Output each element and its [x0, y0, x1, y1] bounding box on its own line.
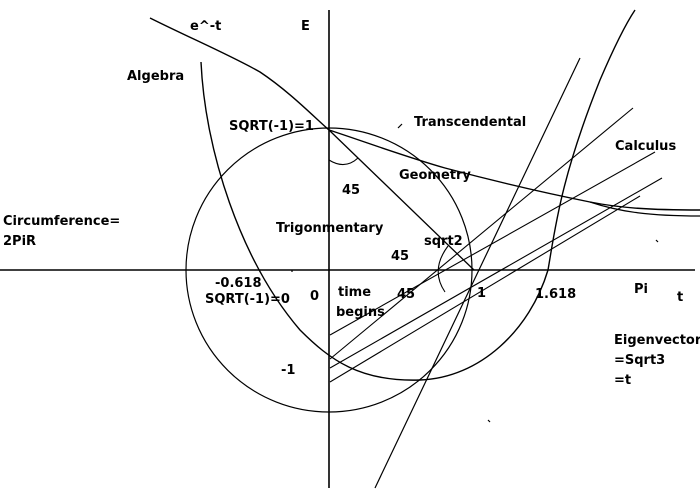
sqrt2-hypotenuse — [328, 129, 475, 271]
label-trigonometry: Trigonmentary — [276, 221, 384, 236]
label-begins: begins — [336, 305, 385, 320]
label-time: time — [338, 285, 371, 300]
label-angle-right: 45 — [391, 249, 409, 264]
tangent-fan — [329, 57, 663, 489]
label-eigenvector-line3: =t — [614, 373, 631, 388]
label-one: 1 — [477, 286, 486, 301]
angle-arc-top — [328, 157, 359, 166]
label-origin-zero: 0 — [310, 289, 319, 304]
label-sqrt2: sqrt2 — [424, 234, 463, 249]
tangent-line-2 — [329, 151, 656, 336]
label-t-axis: t — [677, 290, 683, 305]
label-sqrt-minus-one-eq-zero: SQRT(-1)=0 — [205, 292, 290, 307]
label-golden: 1.618 — [535, 287, 576, 302]
tangent-line-1 — [329, 107, 634, 360]
label-e-axis: E — [301, 19, 310, 34]
label-sqrt-minus-one-eq-one: SQRT(-1)=1 — [229, 119, 314, 134]
label-pi: Pi — [634, 282, 648, 297]
loop-curve — [200, 9, 636, 381]
label-transcendental: Transcendental — [414, 115, 526, 130]
label-algebra: Algebra — [127, 69, 184, 84]
exp-decay-curve — [149, 17, 700, 211]
tangent-line-4 — [329, 195, 641, 383]
tick-mark-right — [655, 239, 659, 243]
label-eigenvector-line1: Eigenvector — [614, 333, 700, 348]
label-e-to-minus-t: e^-t — [190, 19, 221, 34]
steep-line — [374, 57, 581, 489]
label-geometry: Geometry — [399, 168, 471, 183]
label-calculus: Calculus — [615, 139, 676, 154]
label-neg-golden: -0.618 — [215, 276, 262, 291]
label-circumference-line2: 2PiR — [3, 234, 36, 249]
label-angle-bottom: 45 — [397, 287, 415, 302]
tick-mark-lower — [487, 419, 491, 423]
angle-arc-right — [437, 245, 449, 293]
label-circumference-line1: Circumference= — [3, 214, 120, 229]
tick-mark-transcendental — [397, 123, 403, 129]
exp-decay-curve-lower — [589, 201, 700, 217]
label-angle-top: 45 — [342, 183, 360, 198]
unit-circle — [185, 127, 473, 413]
tangent-line-3 — [329, 177, 663, 369]
label-eigenvector-line2: =Sqrt3 — [614, 353, 665, 368]
label-neg-one: -1 — [281, 363, 295, 378]
